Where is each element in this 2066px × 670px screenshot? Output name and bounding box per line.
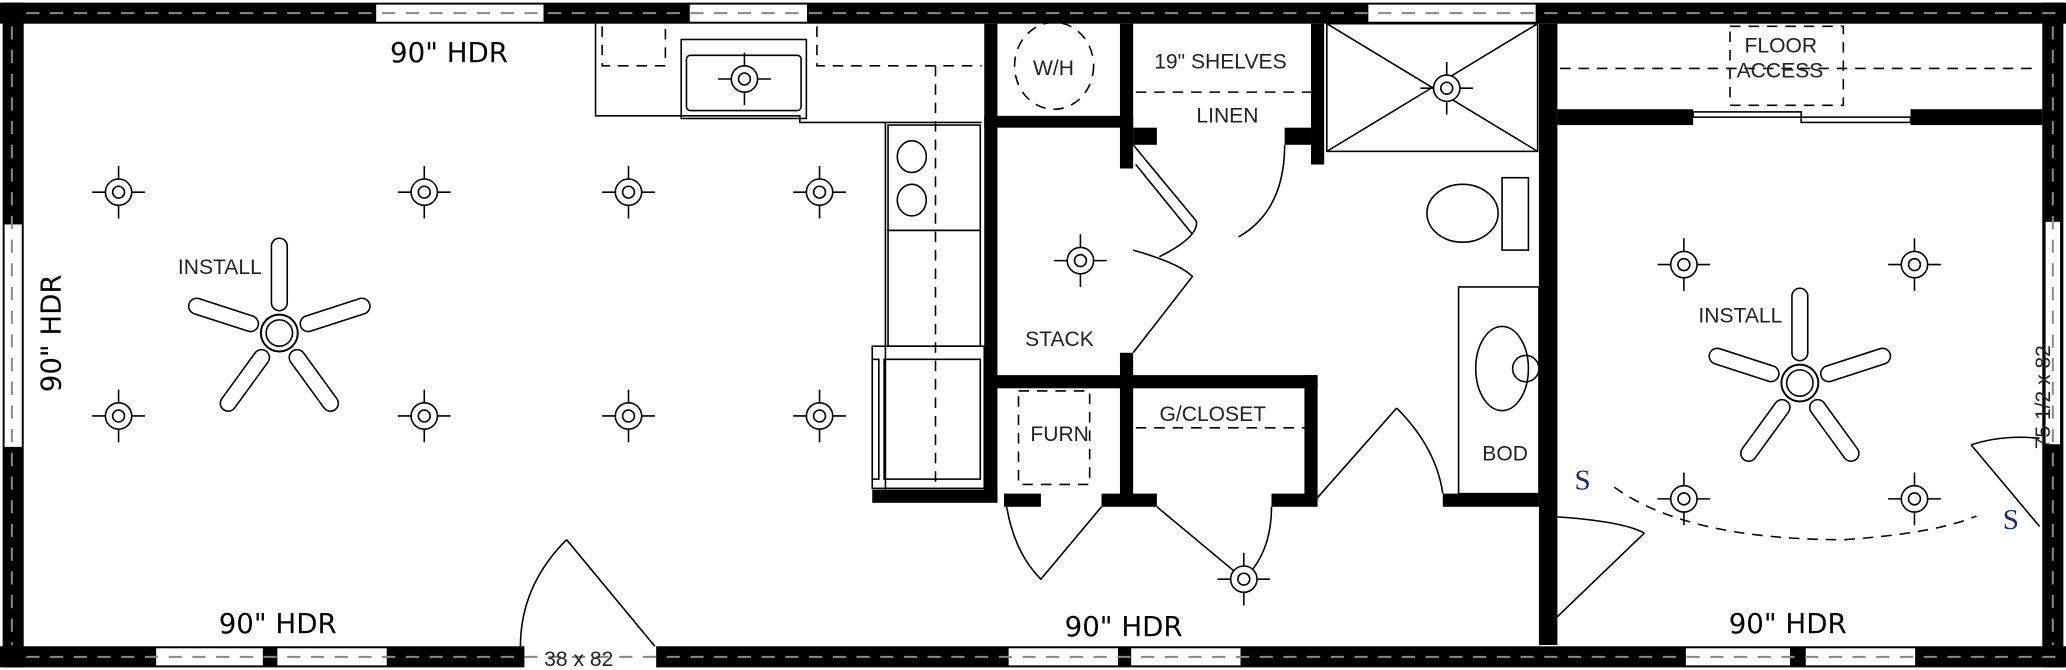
side-door-size-label: 75 1/2 x 82: [2032, 345, 2055, 449]
front-door-size-label: 38 x 82: [544, 648, 613, 670]
recessed-light-icon: [793, 165, 846, 219]
recessed-light-icon: [397, 389, 451, 443]
header-left-label: 90" HDR: [35, 274, 68, 392]
recessed-light-icon: [1888, 472, 1941, 526]
toilet-icon: [1426, 176, 1530, 251]
recessed-light-icon: [602, 389, 655, 443]
recessed-light-icon: [397, 165, 451, 219]
recessed-light-icon: [1054, 234, 1107, 287]
recessed-light-icon: [1217, 552, 1271, 606]
furnace-label: FURN: [1030, 423, 1089, 446]
bod-label: BOD: [1482, 443, 1528, 466]
recessed-light-icon: [1657, 238, 1711, 291]
recessed-light-icon: [1657, 472, 1711, 526]
stack-label: STACK: [1025, 328, 1094, 351]
floor-access-label: FLOOR: [1745, 35, 1818, 58]
install-bedroom-label: INSTALL: [1698, 305, 1782, 328]
front-door-opening: [524, 643, 657, 670]
recessed-lights: [92, 52, 1941, 606]
recessed-light-icon: [793, 389, 846, 443]
floor-access-hatch: [1729, 25, 1845, 107]
refrigerator-icon: [871, 345, 986, 490]
recessed-light-icon: [602, 165, 655, 219]
kitchen-counter: [594, 23, 986, 494]
floor-access-label-2: ACCESS: [1737, 60, 1824, 83]
range-icon: [887, 124, 982, 232]
header-bottom-left-label: 90" HDR: [219, 607, 337, 640]
header-top-label: 90" HDR: [390, 36, 508, 69]
ceiling-fan-icon: [1708, 287, 1892, 463]
switch-label: S: [2003, 504, 2019, 536]
ceiling-fans: [187, 237, 1892, 463]
recessed-light-icon: [718, 52, 771, 106]
ceiling-fan-icon: [187, 237, 371, 412]
interior-walls: [872, 23, 2043, 645]
header-bottom-right-label: 90" HDR: [1729, 607, 1847, 640]
furnace-outline: [1017, 390, 1091, 486]
guest-closet-label: G/CLOSET: [1159, 403, 1266, 426]
recessed-light-icon: [1420, 61, 1474, 115]
water-heater-label: W/H: [1033, 57, 1074, 80]
linen-label: LINEN: [1196, 104, 1258, 127]
switch-label: S: [1575, 465, 1591, 497]
recessed-light-icon: [92, 165, 145, 219]
window: [3, 223, 24, 449]
recessed-light-icon: [92, 389, 145, 443]
shelves-label: 19" SHELVES: [1154, 50, 1286, 73]
install-living-label: INSTALL: [178, 256, 262, 279]
water-heater-icon: [1013, 21, 1095, 111]
vanity-icon: [1457, 286, 1540, 495]
recessed-light-icon: [1888, 238, 1941, 291]
header-bottom-middle-label: 90" HDR: [1065, 610, 1183, 643]
doors: [519, 144, 2041, 647]
